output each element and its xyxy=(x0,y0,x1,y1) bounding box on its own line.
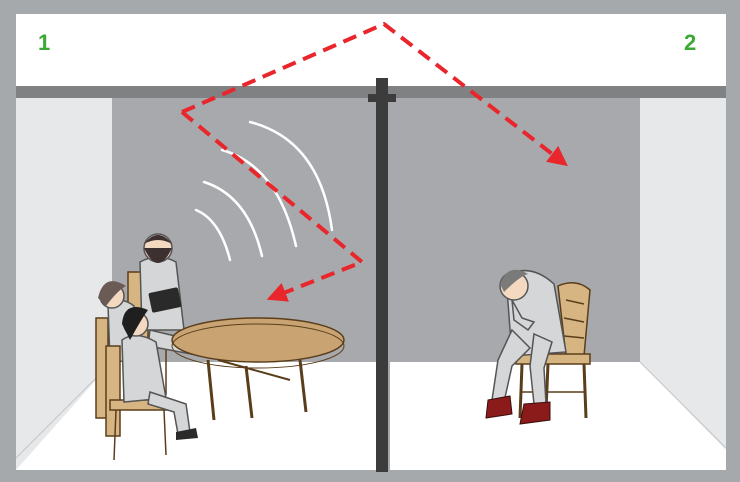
room-1 xyxy=(16,98,382,470)
shoe xyxy=(520,402,550,424)
room-1-label: 1 xyxy=(38,30,50,56)
room-2-label: 2 xyxy=(684,30,696,56)
partition-cap xyxy=(368,94,396,102)
ceiling xyxy=(16,14,726,88)
room-2 xyxy=(390,98,726,470)
shoe xyxy=(486,396,512,418)
partition-wall xyxy=(376,78,388,472)
